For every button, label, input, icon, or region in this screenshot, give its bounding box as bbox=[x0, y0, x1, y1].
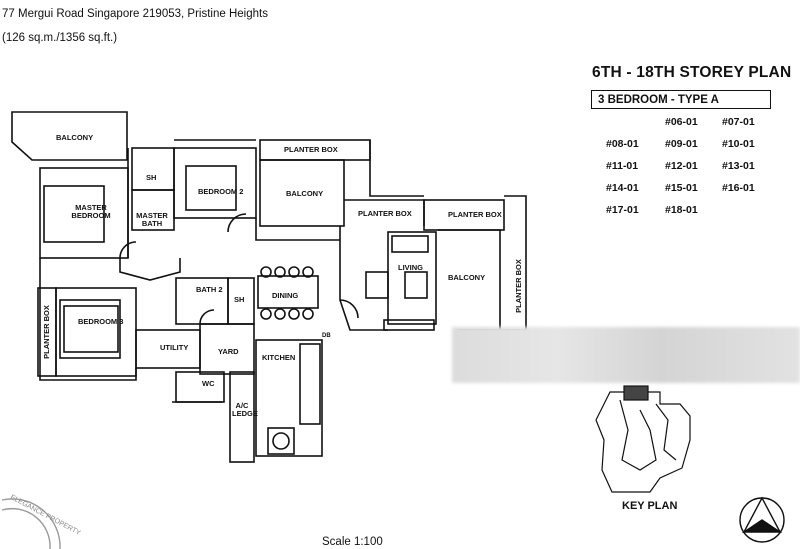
room-label: A/C LEDGE bbox=[232, 401, 258, 418]
room-label: UTILITY bbox=[160, 343, 189, 352]
stamp-logo bbox=[1, 498, 61, 549]
north-arrow-icon bbox=[739, 496, 785, 543]
unit-number: #11-01 bbox=[606, 160, 639, 172]
room-label: PLANTER BOX bbox=[41, 305, 51, 359]
room-label: BALCONY bbox=[286, 189, 324, 198]
plan-title: 6TH - 18TH STOREY PLAN bbox=[592, 64, 792, 81]
unit-number: #07-01 bbox=[722, 116, 755, 128]
room-label: YARD bbox=[218, 347, 239, 356]
unit-number: #12-01 bbox=[665, 160, 698, 172]
area-text: (126 sq.m./1356 sq.ft.) bbox=[2, 32, 118, 44]
room-label: WC bbox=[202, 379, 215, 388]
room-label: LIVING bbox=[398, 263, 424, 272]
unit-number: #18-01 bbox=[665, 204, 698, 216]
unit-number: #13-01 bbox=[722, 160, 755, 172]
room-label: SH bbox=[234, 295, 245, 304]
room-label: MASTER BEDROOM bbox=[71, 203, 111, 220]
room-label: MASTER BATH bbox=[136, 211, 168, 228]
room-label: BALCONY bbox=[448, 273, 486, 282]
unit-number: #08-01 bbox=[606, 138, 639, 150]
unit-number: #14-01 bbox=[606, 182, 639, 194]
room-label: DB bbox=[322, 333, 331, 339]
blurred-region bbox=[452, 327, 800, 383]
room-label: SH bbox=[146, 173, 157, 182]
room-label: PLANTER BOX bbox=[358, 209, 412, 218]
unit-number: #06-01 bbox=[665, 116, 698, 128]
room-label: PLANTER BOX bbox=[284, 145, 338, 154]
room-label: KITCHEN bbox=[262, 353, 296, 362]
room-label: PLANTER BOX bbox=[448, 210, 502, 219]
room-label: BATH 2 bbox=[196, 285, 223, 294]
scale-label: Scale 1:100 bbox=[322, 536, 383, 548]
room-label: PLANTER BOX bbox=[513, 259, 523, 313]
key-plan-label: KEY PLAN bbox=[622, 500, 678, 512]
room-label: BALCONY bbox=[56, 133, 94, 142]
room-label: BEDROOM 3 bbox=[78, 317, 124, 326]
unit-number: #10-01 bbox=[722, 138, 755, 150]
unit-type-box: 3 BEDROOM - TYPE A bbox=[591, 90, 771, 109]
address-text: 77 Mergui Road Singapore 219053, Pristin… bbox=[2, 8, 268, 20]
unit-number: #16-01 bbox=[722, 182, 755, 194]
room-label: BEDROOM 2 bbox=[198, 187, 244, 196]
unit-number: #15-01 bbox=[665, 182, 698, 194]
key-plan-drawing bbox=[595, 385, 691, 493]
balcony-top-outline bbox=[11, 111, 128, 161]
unit-number: #17-01 bbox=[606, 204, 639, 216]
unit-number: #09-01 bbox=[665, 138, 698, 150]
room-label: DINING bbox=[272, 291, 299, 300]
